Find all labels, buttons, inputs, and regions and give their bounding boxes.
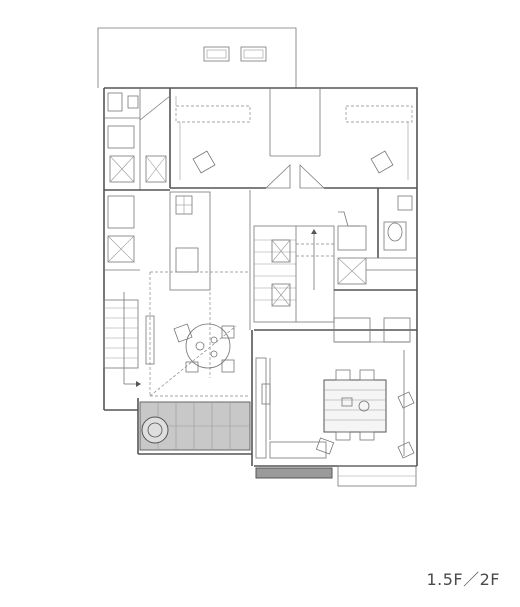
bedroom-wing bbox=[169, 88, 417, 189]
floor-label: 1.5F／2F bbox=[426, 570, 500, 589]
terrace bbox=[139, 401, 251, 451]
living-room bbox=[254, 317, 417, 487]
roof-area bbox=[97, 27, 297, 88]
utility-column bbox=[104, 88, 171, 271]
staircase-left bbox=[103, 292, 155, 387]
kitchen bbox=[149, 190, 251, 396]
dining-area bbox=[149, 323, 250, 397]
staircase-center bbox=[253, 225, 335, 323]
toilet-area bbox=[334, 188, 417, 291]
